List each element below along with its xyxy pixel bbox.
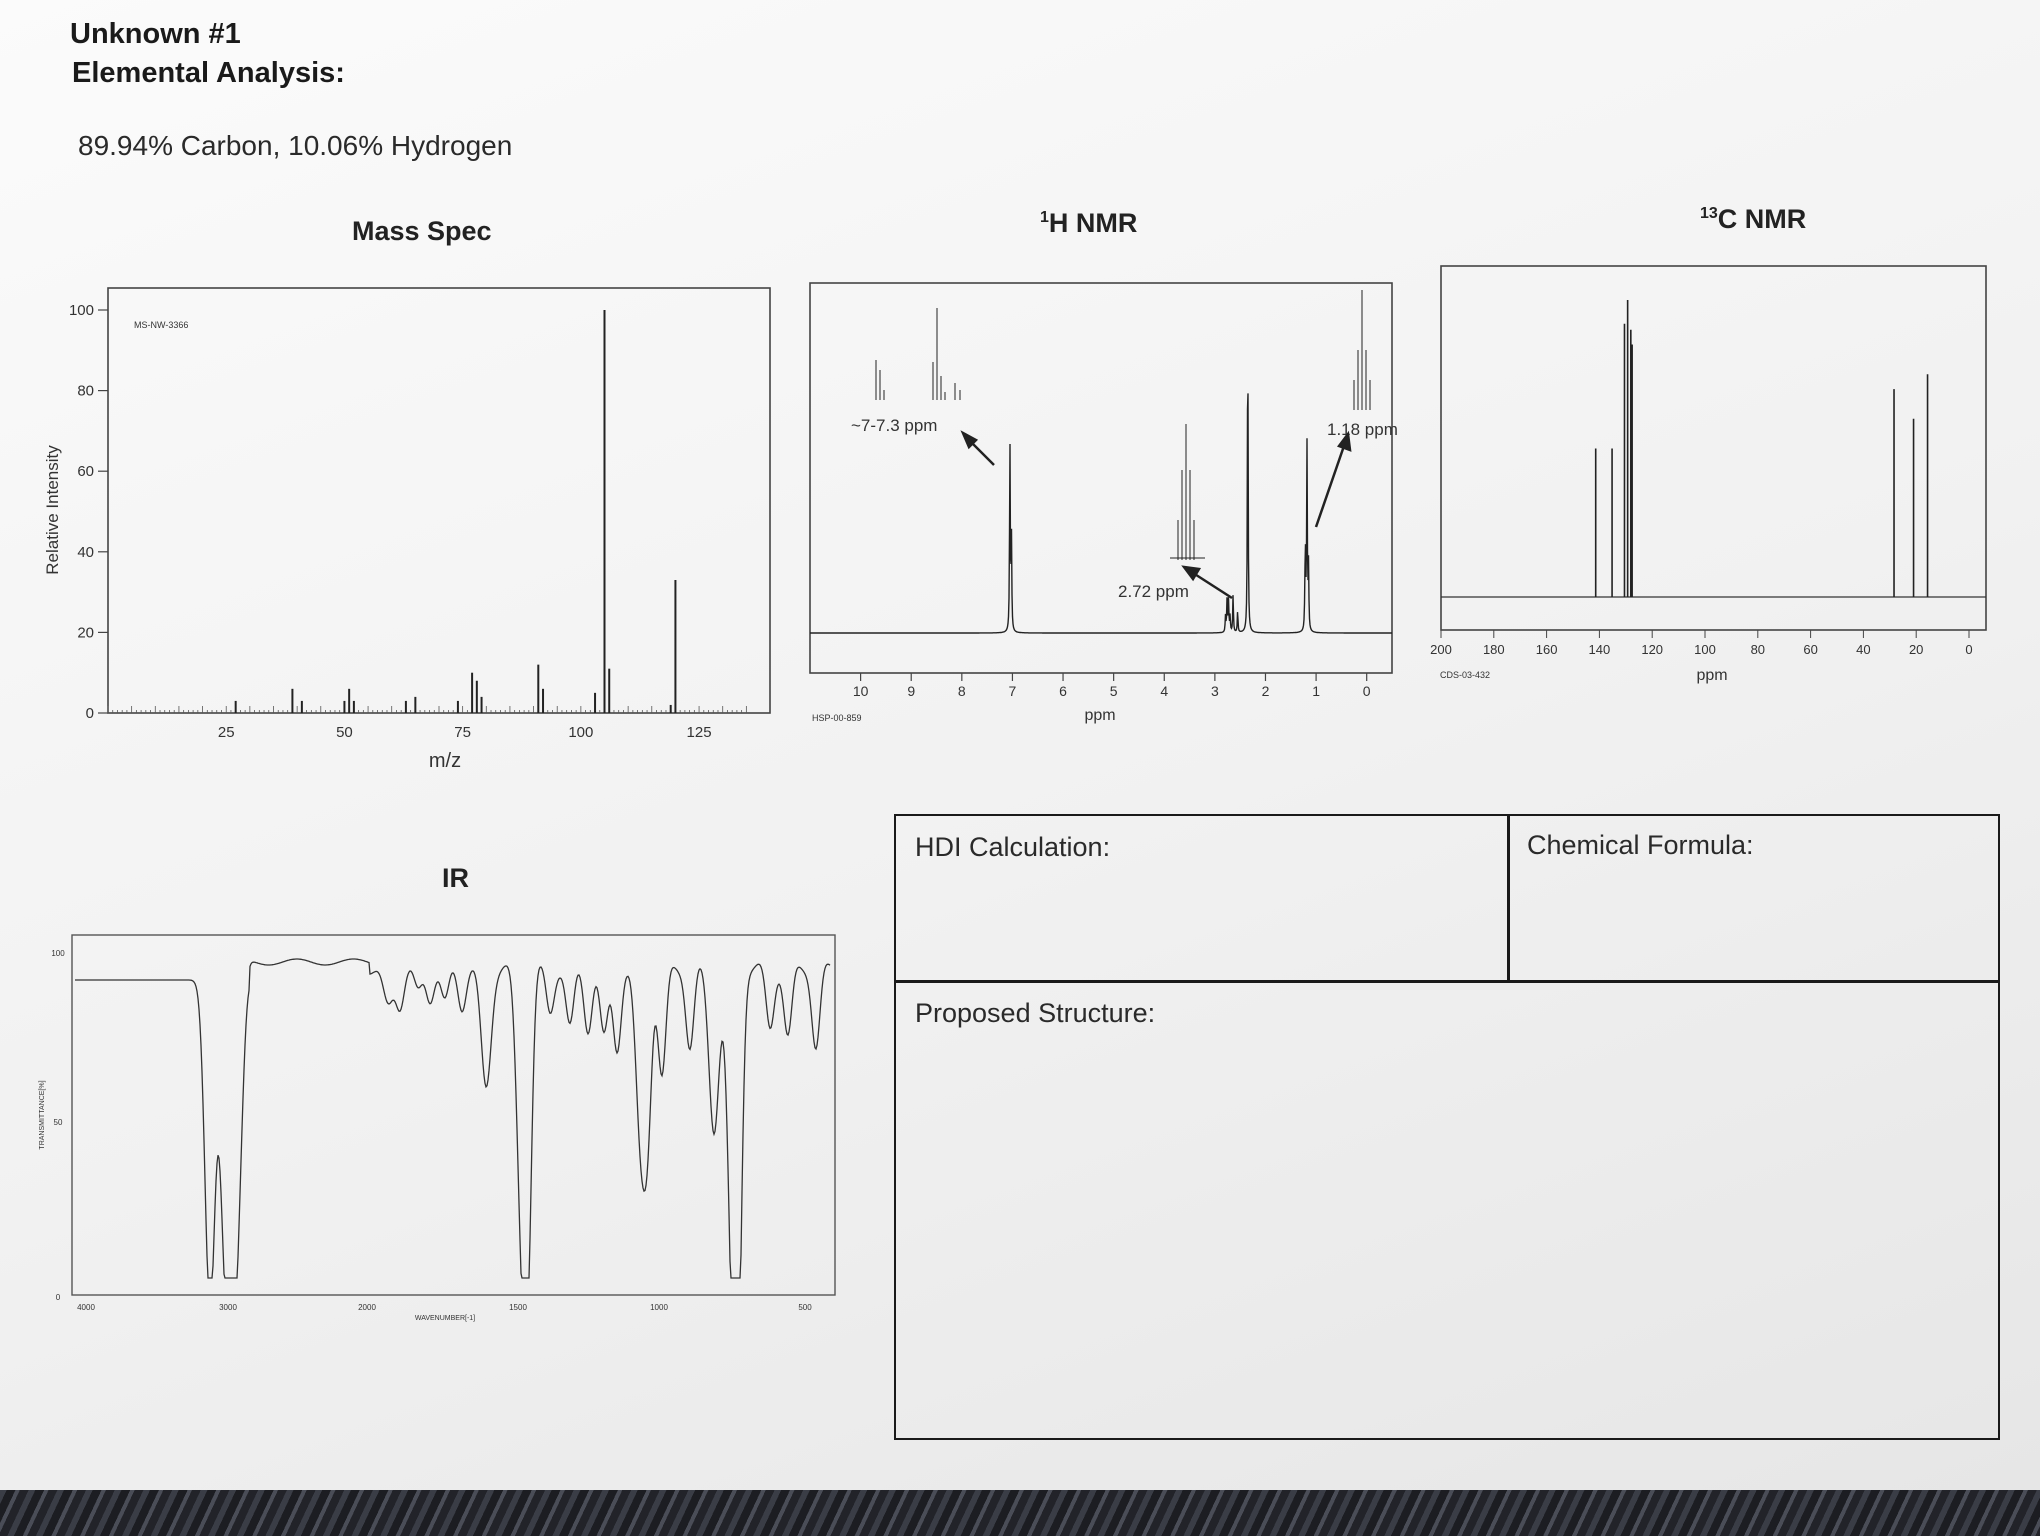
cnmr-tick-label: 20	[1909, 642, 1923, 657]
mass-spec-chart: MS-NW-3366 Relative Intensity m/z 0 20 40 6…	[43, 287, 771, 772]
ir-ytick-label: 0	[56, 1293, 61, 1302]
ir-ytick-label: 50	[54, 1118, 63, 1127]
hnmr-tick-label: 6	[1059, 683, 1067, 699]
ms-xtick-label: 100	[568, 724, 593, 741]
c-nmr-heading-sup: 13	[1700, 205, 1718, 222]
ir-xtick-label: 500	[798, 1303, 812, 1312]
ir-ytick-label: 100	[51, 949, 65, 958]
answer-divider-horizontal	[894, 980, 2000, 983]
ir-xtick-label: 4000	[77, 1303, 95, 1312]
cnmr-tick-label: 40	[1856, 642, 1870, 657]
ir-xtick-label: 1500	[509, 1303, 527, 1312]
hnmr-tick-label: 4	[1160, 683, 1168, 699]
answer-box	[894, 814, 2000, 1440]
cnmr-code: CDS-03-432	[1440, 670, 1490, 680]
ms-ytick-label: 100	[69, 302, 94, 319]
ms-xtick-label: 25	[218, 724, 235, 741]
page-title: Unknown #1	[70, 18, 241, 50]
c-nmr-heading: 13C NMR	[1700, 204, 1806, 235]
hnmr-tick-label: 2	[1262, 683, 1270, 699]
h-nmr-heading-sup: 1	[1040, 209, 1049, 226]
hnmr-tick-label: 8	[958, 683, 966, 699]
ms-ytick-label: 60	[77, 463, 94, 480]
hnmr-frame	[809, 282, 1393, 674]
hnmr-annotation-arrows	[960, 430, 1352, 600]
chemical-formula-label: Chemical Formula:	[1527, 830, 1754, 860]
hnmr-tick-label: 10	[853, 683, 869, 699]
ms-ylabel: Relative Intensity	[43, 445, 62, 575]
hnmr-tick-label: 5	[1110, 683, 1118, 699]
elemental-analysis-heading: Elemental Analysis:	[72, 57, 345, 89]
hnmr-tick-label: 0	[1363, 683, 1371, 699]
hdi-calculation-label: HDI Calculation:	[915, 832, 1111, 862]
h-nmr-heading: 1H NMR	[1040, 208, 1137, 239]
ir-xtick-label: 1000	[650, 1303, 668, 1312]
hnmr-code: HSP-00-859	[812, 713, 862, 723]
hnmr-annot-aromatic: ~7-7.3 ppm	[851, 416, 937, 435]
hnmr-annot-272: 2.72 ppm	[1118, 582, 1189, 601]
c-nmr-heading-text: C NMR	[1717, 204, 1807, 234]
ms-ytick-label: 20	[77, 624, 94, 641]
ir-spectrum-trace	[75, 958, 831, 1279]
mass-spec-heading: Mass Spec	[352, 216, 492, 246]
ms-xtick-label: 75	[454, 724, 471, 741]
worksheet-page: Unknown #1 Elemental Analysis: 89.94% Ca…	[0, 0, 2040, 1500]
ms-ytick-label: 0	[86, 705, 94, 722]
cnmr-tick-label: 0	[1965, 642, 1972, 657]
cnmr-tick-label: 60	[1803, 642, 1817, 657]
cnmr-frame	[1440, 265, 1987, 631]
cnmr-tick-label: 160	[1536, 642, 1558, 657]
ir-frame	[71, 934, 836, 1296]
ms-ytick-label: 40	[77, 544, 94, 561]
hnmr-annot-118: 1.18 ppm	[1327, 420, 1398, 439]
background-fabric	[0, 1490, 2040, 1536]
hnmr-tick-label: 9	[907, 683, 915, 699]
ms-xtick-label: 50	[336, 724, 353, 741]
hnmr-xlabel: ppm	[1084, 707, 1115, 724]
cnmr-tick-label: 180	[1483, 642, 1505, 657]
proposed-structure-label: Proposed Structure:	[915, 998, 1156, 1028]
hnmr-expansion-insets	[875, 290, 1371, 560]
cnmr-tick-label: 100	[1694, 642, 1716, 657]
ir-xlabel: WAVENUMBER[-1]	[415, 1315, 475, 1322]
ir-xtick-label: 2000	[358, 1303, 376, 1312]
hnmr-tick-label: 7	[1009, 683, 1017, 699]
hnmr-tick-label: 1	[1312, 683, 1320, 699]
cnmr-tick-label: 200	[1430, 642, 1452, 657]
ir-heading: IR	[442, 863, 469, 893]
ms-xlabel: m/z	[429, 750, 461, 772]
ir-chart: TRANSMITTANCE[%] WAVENUMBER[-1] 10050040…	[39, 934, 836, 1322]
cnmr-xlabel: ppm	[1696, 667, 1727, 684]
elemental-composition: 89.94% Carbon, 10.06% Hydrogen	[78, 130, 513, 161]
ir-ylabel: TRANSMITTANCE[%]	[39, 1080, 46, 1149]
ms-code: MS-NW-3366	[134, 320, 188, 330]
h-nmr-heading-text: H NMR	[1048, 208, 1138, 238]
ms-xtick-label: 125	[687, 724, 712, 741]
cnmr-tick-label: 80	[1751, 642, 1765, 657]
ir-xtick-label: 3000	[219, 1303, 237, 1312]
hnmr-tick-label: 3	[1211, 683, 1219, 699]
hnmr-spectrum-trace	[810, 393, 1392, 634]
cnmr-tick-label: 120	[1641, 642, 1663, 657]
ms-ytick-label: 80	[77, 383, 94, 400]
cnmr-tick-label: 140	[1589, 642, 1611, 657]
answer-divider-vertical	[1507, 814, 1510, 982]
